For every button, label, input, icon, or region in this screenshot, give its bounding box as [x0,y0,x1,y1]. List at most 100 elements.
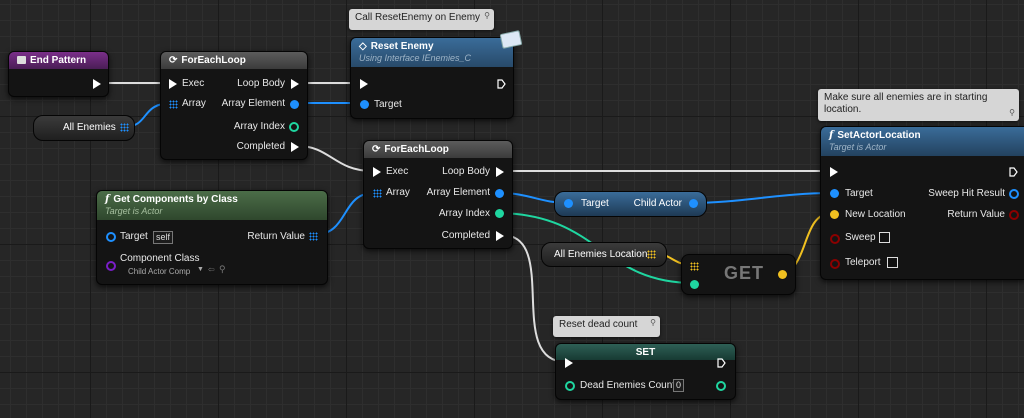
all-enemies-location-label: All Enemies Location [554,249,648,260]
sweep-hit-result-pin[interactable] [1009,189,1019,199]
output-pin[interactable] [716,381,726,391]
array-element-label: Array Element [221,98,285,109]
target-label: Target [845,188,873,199]
set-actor-location-title: SetActorLocation [837,130,921,141]
browse-arrow-icon[interactable]: ⇦ [208,265,215,274]
teleport-pin[interactable] [830,259,840,269]
index-pin[interactable] [690,280,699,289]
exec-out-outline-icon[interactable] [717,358,726,368]
array-pin-icon[interactable] [120,123,129,132]
array-label: Array [182,98,206,109]
component-class-pin[interactable] [106,261,116,271]
array-index-label: Array Index [438,208,490,219]
comment-starting-location[interactable]: Make sure all enemies are in starting lo… [818,89,1019,121]
function-icon: f [105,194,110,205]
all-enemies-label: All Enemies [63,122,116,133]
array-index-label: Array Index [233,121,285,132]
component-class-value[interactable]: Child Actor Comp [128,267,191,276]
comment-line-1: Make sure all enemies are in starting [824,92,988,103]
return-value-label: Return Value [247,231,305,242]
comment-call-reset-enemy[interactable]: Call ResetEnemy on Enemy ⚲ [349,9,494,30]
set-header: SET [556,344,735,360]
array-in-pin[interactable] [690,262,699,271]
exec-out-outline-icon [497,79,506,89]
new-location-pin[interactable] [830,210,839,219]
completed-pin[interactable] [291,142,299,152]
get-components-title: Get Components by Class [113,194,238,205]
return-value-pin[interactable] [309,232,318,241]
sweep-checkbox[interactable] [879,232,890,243]
dead-enemies-count-value[interactable]: 0 [673,379,685,392]
foreach-loop-node-1[interactable]: ⟳ForEachLoop Exec Array Loop Body Array … [160,51,308,160]
set-dead-enemies-count-node[interactable]: SET Dead Enemies Count 0 [555,343,736,400]
end-pattern-event-node[interactable]: End Pattern [8,51,109,97]
array-index-pin[interactable] [289,122,299,132]
get-components-subtitle: Target is Actor [105,206,163,216]
magnify-icon: ⚲ [1009,108,1015,117]
magnify-icon: ⚲ [650,318,656,327]
exec-label: Exec [182,78,205,89]
exec-label: Exec [386,166,409,177]
teleport-checkbox[interactable] [887,257,898,268]
loop-body-label: Loop Body [442,166,490,177]
exec-out-outline-icon[interactable] [1009,167,1018,177]
sweep-label: Sweep [845,232,876,243]
get-title: GET [724,263,765,283]
output-pin[interactable] [778,270,787,279]
array-element-pin[interactable] [290,100,299,109]
set-actor-location-subtitle: Target is Actor [829,142,887,152]
all-enemies-variable-node[interactable]: All Enemies [33,115,135,141]
array-label: Array [386,187,410,198]
teleport-label: Teleport [845,257,881,268]
target-pin[interactable] [106,232,116,242]
end-pattern-title: End Pattern [30,55,87,66]
exec-wire [297,145,373,172]
exec-in-pin[interactable] [373,167,381,177]
exec-in-pin[interactable] [169,79,177,89]
exec-in-pin[interactable] [830,167,838,177]
array-in-pin[interactable] [169,100,178,109]
completed-label: Completed [236,141,285,152]
reset-enemy-node[interactable]: ◇Reset Enemy Using Interface IEnemies_C … [350,30,523,119]
self-value-field[interactable]: self [153,231,174,244]
array-in-pin[interactable] [373,189,382,198]
child-actor-getter-node[interactable]: Target Child Actor [554,191,707,217]
search-icon[interactable]: ⚲ [219,264,226,274]
dropdown-arrow-icon[interactable]: ▼ [197,266,204,273]
reset-enemy-subtitle: Using Interface IEnemies_C [359,53,472,63]
sweep-pin[interactable] [830,234,840,244]
set-title: SET [635,347,656,358]
completed-pin[interactable] [496,231,504,241]
loop-body-pin[interactable] [496,167,504,177]
foreach-1-header: ⟳ForEachLoop [161,52,307,69]
exec-in-pin[interactable] [360,79,368,89]
magnify-icon: ⚲ [484,11,490,20]
comment-reset-dead-count[interactable]: Reset dead count ⚲ [553,316,660,337]
end-pattern-header: End Pattern [9,52,108,69]
target-pin[interactable] [830,189,839,198]
target-label: Target [581,198,609,209]
exec-out-pin[interactable] [93,79,101,89]
target-pin[interactable] [360,100,369,109]
target-pin[interactable] [564,199,573,208]
child-actor-pin[interactable] [689,199,698,208]
function-icon: f [829,130,834,141]
array-element-pin[interactable] [495,189,504,198]
comment-text: Call ResetEnemy on Enemy [355,12,481,23]
vector-array-pin-icon[interactable] [647,250,656,259]
dead-enemies-count-pin[interactable] [565,381,575,391]
foreach-loop-node-2[interactable]: ⟳ForEachLoop Exec Array Loop Body Array … [363,140,513,249]
loop-body-pin[interactable] [291,79,299,89]
array-index-pin[interactable] [495,209,504,218]
all-enemies-location-variable-node[interactable]: All Enemies Location [541,242,667,267]
comment-text: Reset dead count [559,319,638,330]
object-wire [689,192,833,204]
dead-enemies-count-label: Dead Enemies Count [580,380,676,391]
array-get-node[interactable]: GET [681,254,796,295]
exec-in-pin[interactable] [565,358,573,368]
return-value-pin[interactable] [1009,210,1019,220]
